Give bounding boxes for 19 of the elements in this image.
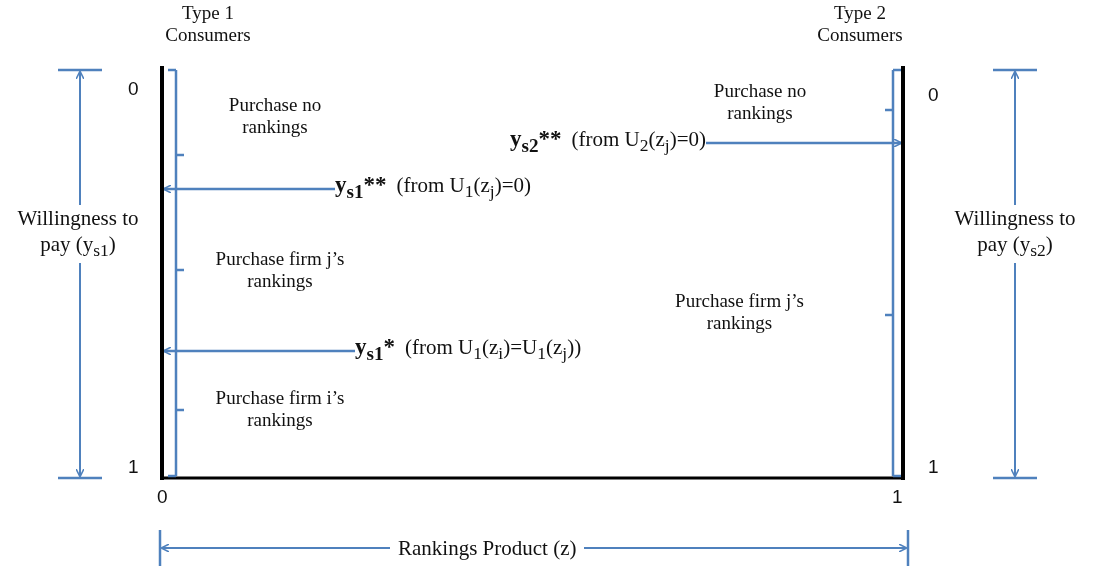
tick-label: 0 — [928, 84, 940, 106]
region-label: Purchase firm i’s rankings — [214, 387, 346, 431]
region-label: Purchase firm j’s rankings — [674, 290, 805, 334]
axis-heading: Type 2 Consumers — [816, 2, 904, 46]
arrow — [706, 138, 903, 148]
tick-label: 1 — [128, 456, 140, 478]
threshold-symbol: y$_{s1}$** — [335, 172, 387, 197]
arrow — [162, 346, 355, 356]
arrow — [162, 184, 335, 194]
tick-label: 1 — [928, 456, 940, 478]
region-label: Purchase no rankings — [227, 94, 323, 138]
threshold-symbol: y$_{s1}$* — [355, 334, 396, 359]
tick-label: 0 — [128, 78, 140, 100]
region-label: Purchase firm j’s rankings — [214, 248, 346, 292]
threshold-symbol: y$_{s2}$** — [510, 126, 562, 151]
axis-heading: Type 1 Consumers — [164, 2, 252, 46]
region-label: Purchase no rankings — [712, 80, 808, 124]
tick-label: 0 — [157, 486, 169, 508]
tick-label: 1 — [892, 486, 904, 508]
